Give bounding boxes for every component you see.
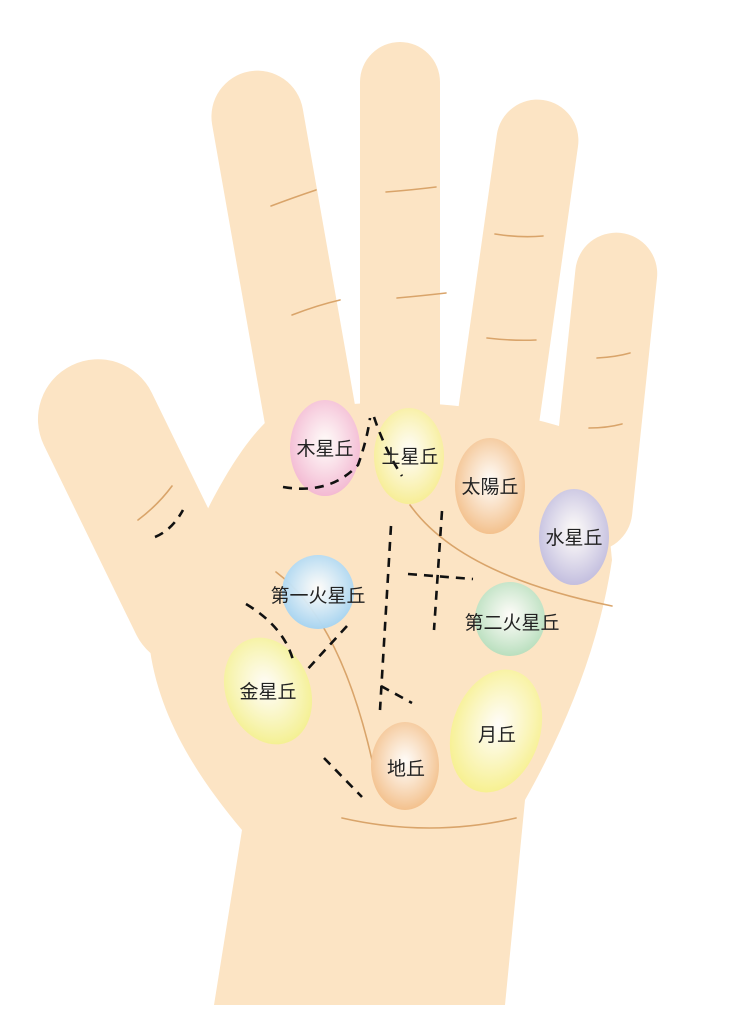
- venus-label: 金星丘: [239, 681, 296, 703]
- mars-first-label: 第一火星丘: [270, 585, 365, 607]
- venus-mount: [223, 637, 313, 745]
- apollo-mount: [455, 438, 525, 534]
- saturn-mount: [374, 408, 444, 504]
- earth-mount: [371, 722, 439, 810]
- moon-label: 月丘: [478, 724, 516, 746]
- mercury-mount: [539, 489, 609, 585]
- mercury-label: 水星丘: [545, 527, 602, 549]
- finger-creases: [137, 186, 631, 521]
- mars-second-label: 第二火星丘: [464, 612, 559, 634]
- dashed-boundaries: [154, 416, 474, 798]
- mounts: [223, 400, 609, 810]
- wrist-line: [341, 817, 517, 829]
- earth-label: 地丘: [387, 758, 425, 780]
- saturn-label: 土星丘: [381, 446, 438, 468]
- mars-first-mount: [282, 555, 354, 629]
- apollo-label: 太陽丘: [461, 476, 518, 498]
- mount-labels: 木星丘 土星丘 太陽丘 水星丘 第一火星丘 第二火星丘 金星丘 月丘 地丘: [239, 438, 602, 780]
- jupiter-mount: [290, 400, 360, 496]
- moon-mount: [449, 669, 543, 793]
- jupiter-label: 木星丘: [296, 438, 353, 460]
- heart-line: [409, 504, 613, 607]
- mars-second-mount: [475, 582, 545, 656]
- middle-finger: [360, 42, 440, 482]
